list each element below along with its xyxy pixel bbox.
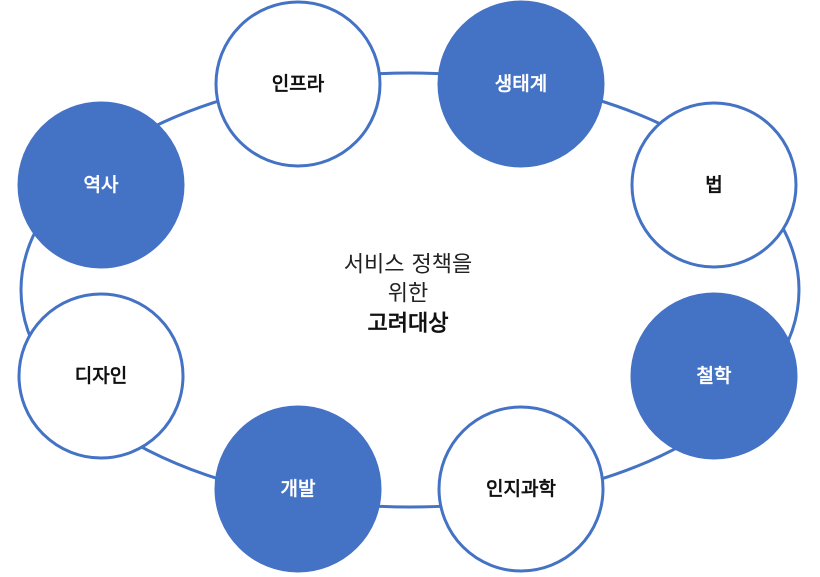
node-cognitive-science: 인지과학 — [437, 405, 605, 573]
node-label: 인프라 — [272, 73, 325, 95]
node-circle — [437, 0, 605, 168]
node-philosophy: 철학 — [630, 292, 798, 460]
center-line-2: 위한 — [388, 282, 428, 307]
node-ecosystem: 생태계 — [437, 0, 605, 168]
center-line-3: 고려대상 — [368, 312, 449, 337]
node-development: 개발 — [214, 405, 382, 573]
node-label: 법 — [705, 174, 722, 196]
connecting-ring — [19, 71, 801, 509]
node-circle — [214, 405, 382, 573]
node-history: 역사 — [17, 101, 185, 269]
node-design: 디자인 — [17, 292, 185, 460]
node-label: 생태계 — [495, 73, 547, 95]
node-circle — [630, 292, 798, 460]
node-circle — [437, 405, 605, 573]
node-label: 디자인 — [75, 365, 127, 387]
node-circle — [17, 292, 185, 460]
node-infra: 인프라 — [214, 0, 382, 168]
center-line-1: 서비스 정책을 — [344, 253, 472, 278]
node-label: 역사 — [84, 174, 119, 196]
node-circle — [214, 0, 382, 168]
node-circle — [17, 101, 185, 269]
node-law: 법 — [630, 101, 798, 269]
node-label: 인지과학 — [486, 478, 556, 500]
center-label: 서비스 정책을 위한 고려대상 — [344, 253, 472, 337]
node-label: 철학 — [697, 365, 732, 387]
node-circle — [630, 101, 798, 269]
node-label: 개발 — [281, 478, 316, 500]
